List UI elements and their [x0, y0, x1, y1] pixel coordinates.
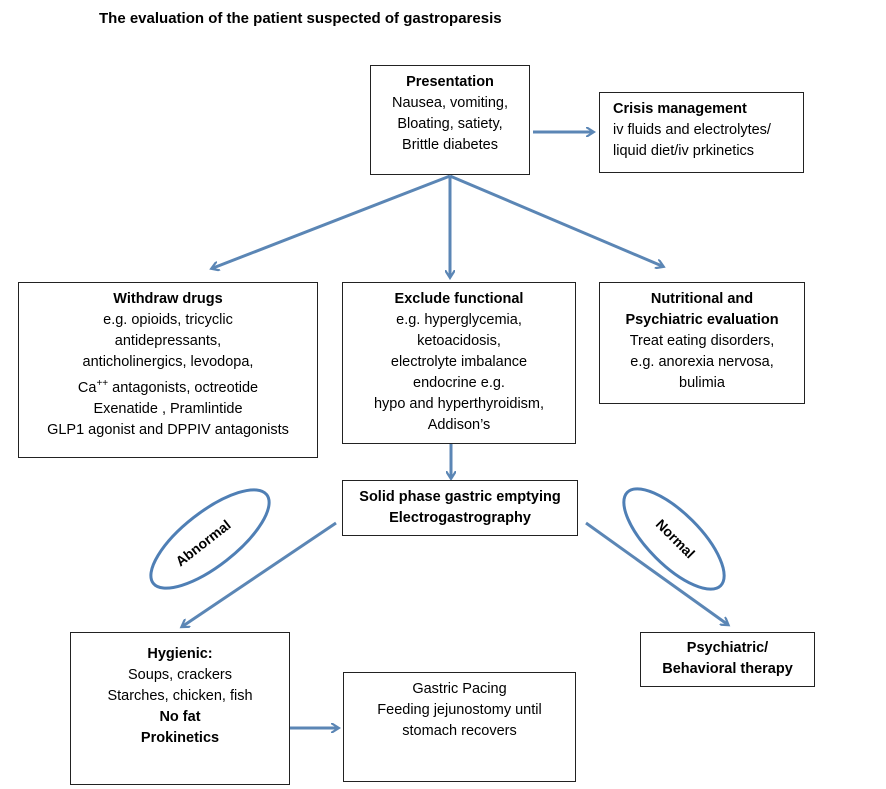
psychiatric-therapy-box: Psychiatric/ Behavioral therapy [640, 632, 815, 687]
hygienic-bold: No fat [159, 709, 201, 725]
presentation-line: Bloating, satiety, [397, 116, 503, 132]
presentation-line: Brittle diabetes [402, 137, 498, 153]
hygienic-line: Soups, crackers [128, 667, 232, 683]
presentation-box: Presentation Nausea, vomiting, Bloating,… [370, 65, 530, 175]
calcium-text: Ca [77, 379, 97, 396]
antagonists-text: antagonists, octreotide [108, 379, 259, 396]
withdraw-line: anticholinergics, levodopa, [82, 354, 254, 370]
exclude-line: hypo and hyperthyroidism, [373, 396, 545, 412]
withdraw-line: e.g. opioids, tricyclic [103, 312, 233, 328]
gastric-pacing-box: Gastric Pacing Feeding jejunostomy until… [343, 672, 576, 782]
nutritional-line: e.g. anorexia nervosa, [630, 354, 774, 370]
arrow-to-psychiatric [585, 521, 727, 624]
withdraw-line: Exenatide , Pramlintide [93, 400, 243, 417]
crisis-heading: Crisis management [613, 101, 747, 117]
hygienic-bold: Prokinetics [140, 730, 220, 746]
crisis-box: Crisis management iv fluids and electrol… [599, 92, 804, 173]
withdraw-line: antidepressants, [114, 333, 222, 349]
presentation-line: Nausea, vomiting, [391, 95, 509, 111]
psychiatric-line: Psychiatric/ [686, 640, 769, 656]
pacing-line: Feeding jejunostomy until [377, 702, 542, 718]
withdraw-drugs-box: Withdraw drugs e.g. opioids, tricyclic a… [18, 282, 318, 458]
exclude-line: e.g. hyperglycemia, [396, 312, 522, 328]
exclude-line: ketoacidosis, [417, 333, 501, 349]
pacing-line: stomach recovers [402, 723, 517, 739]
emptying-line: Electrogastrography [389, 510, 531, 526]
exclude-functional-box: Exclude functional e.g. hyperglycemia, k… [342, 282, 576, 444]
psychiatric-line: Behavioral therapy [662, 661, 793, 677]
exclude-heading: Exclude functional [394, 291, 524, 307]
nutritional-heading: Nutritional and [650, 291, 754, 307]
crisis-line: liquid diet/iv prkinetics [613, 143, 755, 159]
gastric-emptying-box: Solid phase gastric emptying Electrogast… [342, 480, 578, 536]
hygienic-line: Starches, chicken, fish [107, 688, 253, 704]
page-title: The evaluation of the patient suspected … [99, 10, 502, 27]
withdraw-heading: Withdraw drugs [113, 291, 223, 307]
crisis-line: iv fluids and electrolytes/ [613, 122, 771, 138]
exclude-line: Addison’s [427, 417, 491, 433]
charge-superscript: ++ [96, 378, 109, 389]
normal-oval [622, 487, 726, 591]
arrow-to-nutritional [449, 174, 662, 266]
presentation-heading: Presentation [406, 74, 494, 90]
nutritional-box: Nutritional and Psychiatric evaluation T… [599, 282, 805, 404]
exclude-line: electrolyte imbalance [390, 354, 528, 370]
nutritional-line: bulimia [679, 375, 725, 391]
pacing-line: Gastric Pacing [412, 681, 507, 697]
hygienic-heading: Hygienic: [147, 646, 213, 662]
arrow-to-hygienic [183, 521, 337, 626]
nutritional-line: Treat eating disorders, [629, 333, 775, 349]
abnormal-oval [149, 488, 271, 590]
emptying-line: Solid phase gastric emptying [359, 489, 561, 505]
arrow-to-withdraw [213, 174, 451, 268]
nutritional-heading: Psychiatric evaluation [625, 312, 779, 328]
hygienic-box: Hygienic: Soups, crackers Starches, chic… [70, 632, 290, 785]
exclude-line: endocrine e.g. [413, 375, 505, 391]
withdraw-line: GLP1 agonist and DPPIV antagonists [47, 421, 289, 438]
withdraw-line: Ca++ antagonists, octreotide [19, 373, 317, 399]
